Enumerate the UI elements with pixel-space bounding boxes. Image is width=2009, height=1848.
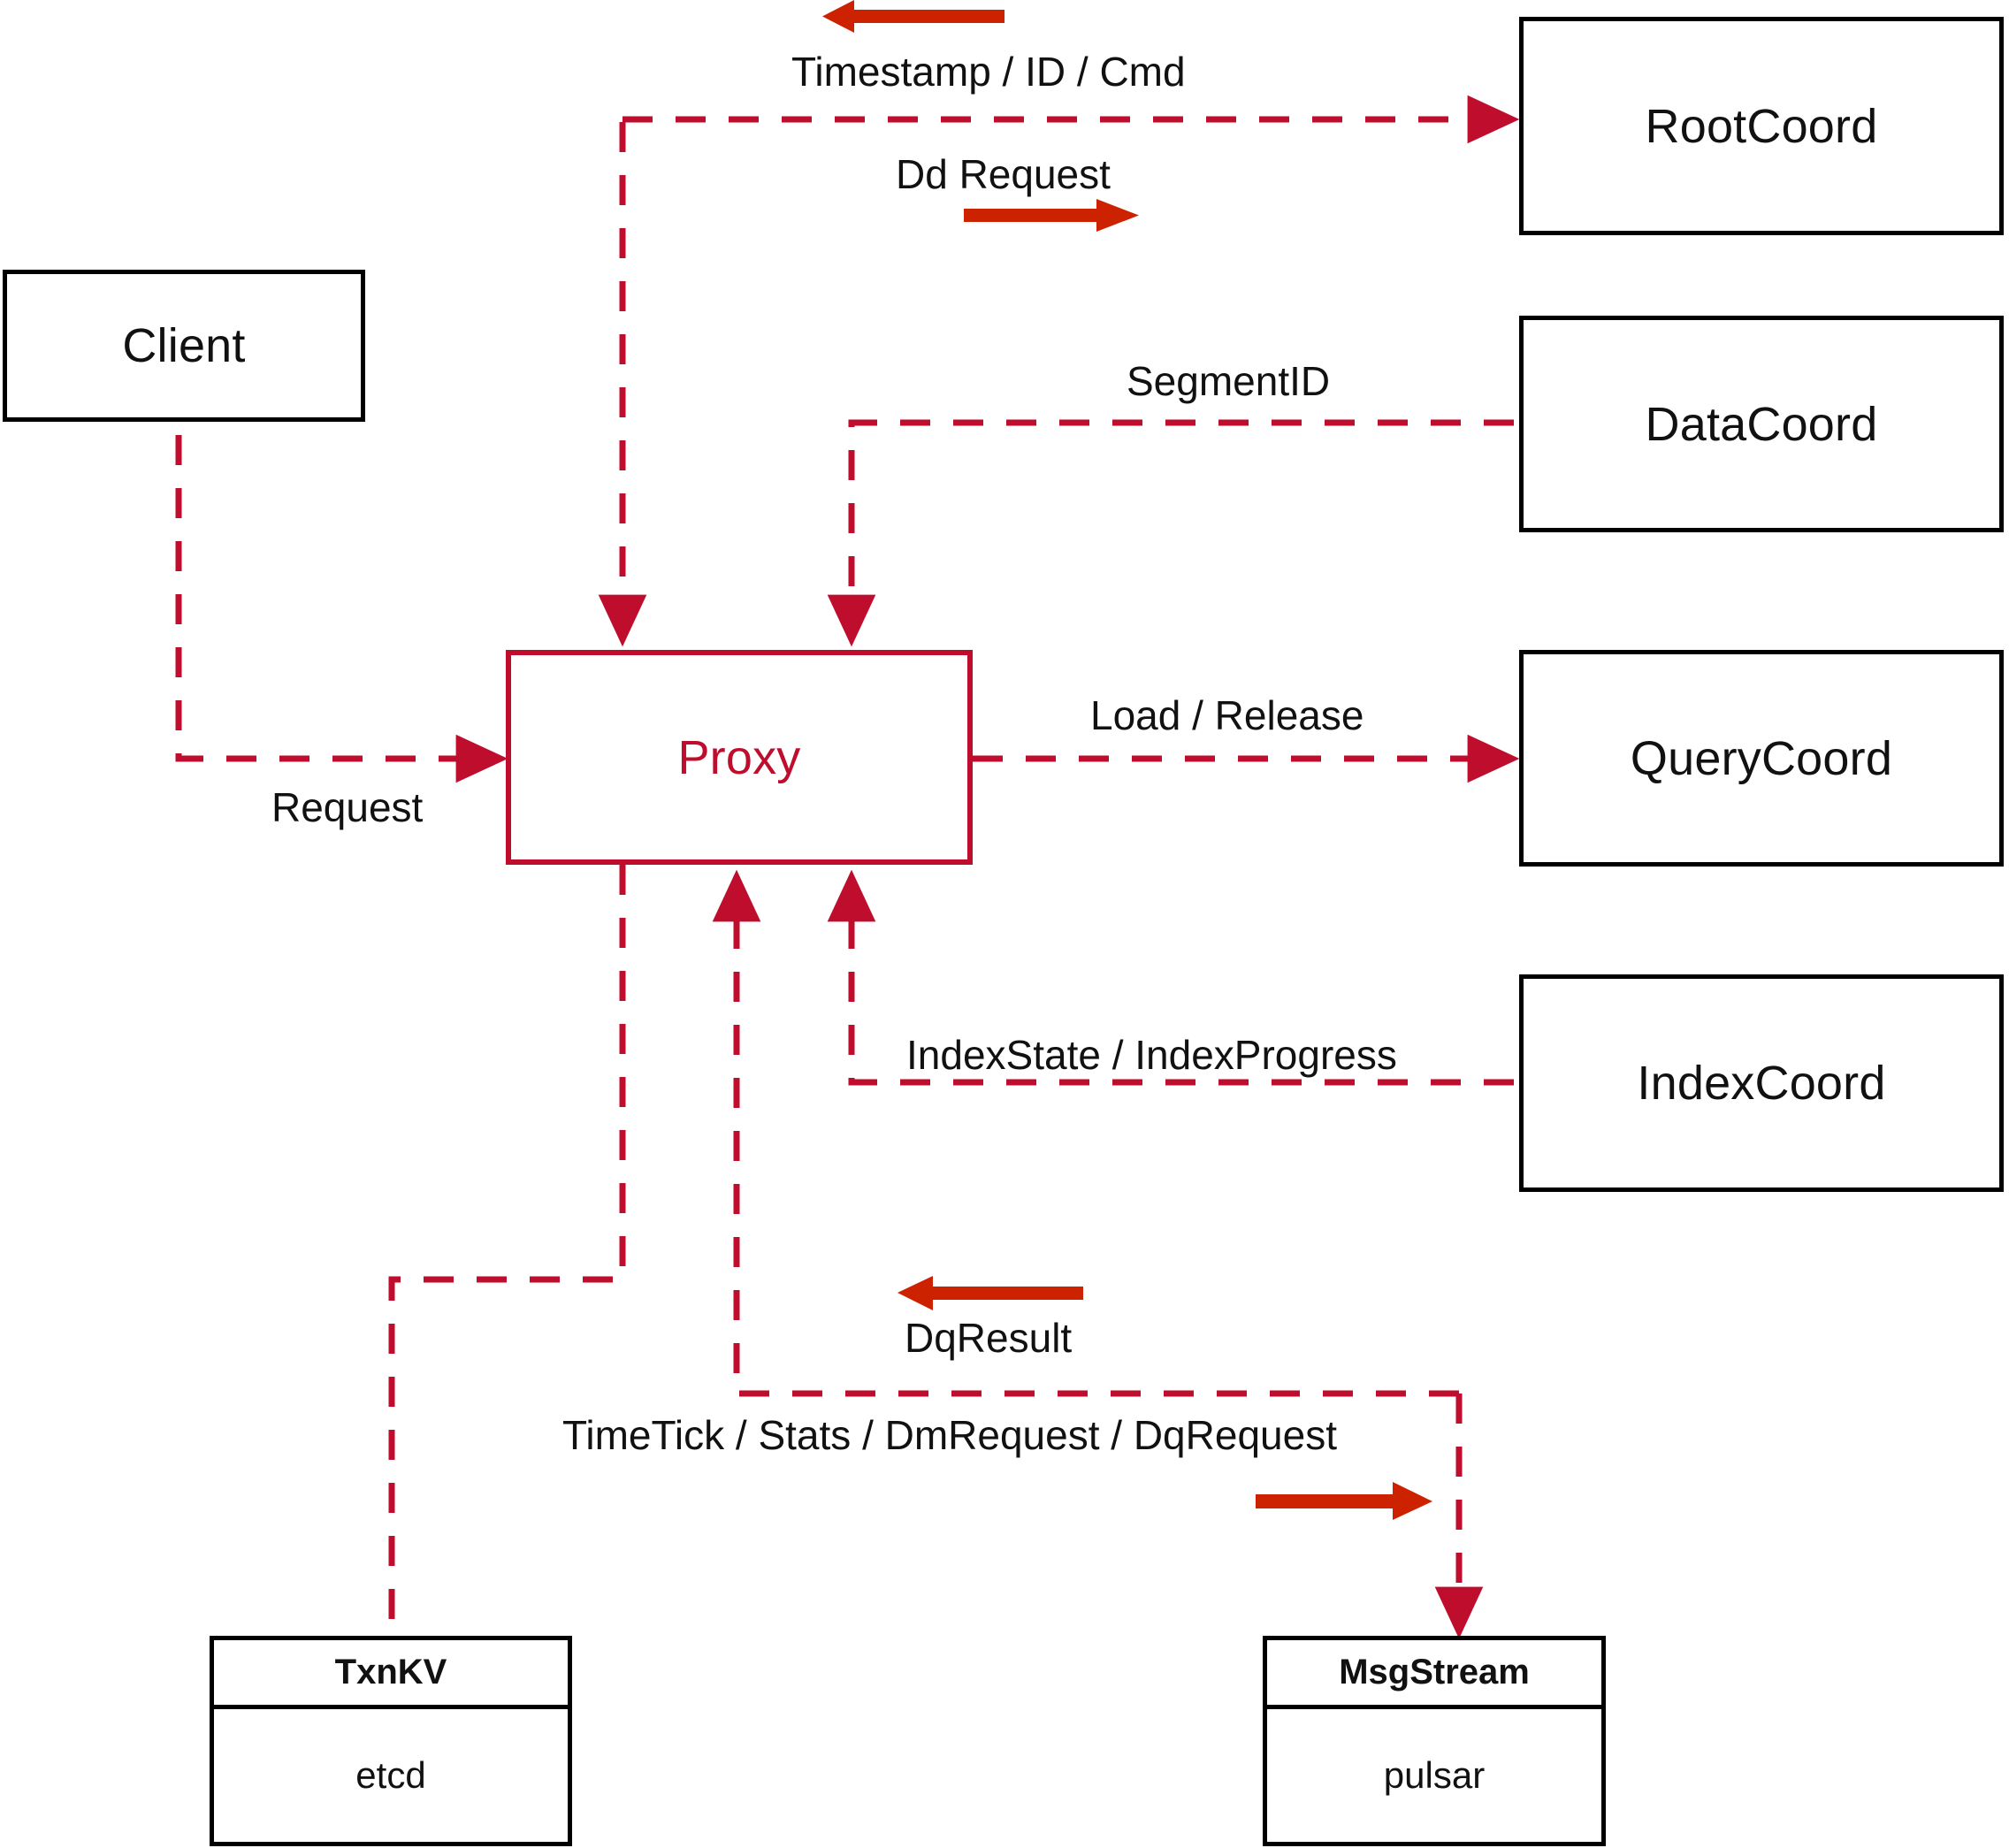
edge-label-timetick-stats: TimeTick / Stats / DmRequest / DqRequest (562, 1412, 1337, 1458)
node-datacoord[interactable]: DataCoord (1519, 316, 2004, 532)
node-txnkv-value: etcd (355, 1754, 426, 1796)
arrow-left-timestamp (822, 0, 1004, 33)
edge-indexcoord-to-proxy (827, 869, 1514, 1086)
edge-label-dq-result: DqResult (905, 1315, 1073, 1361)
edge-label-dd-request: Dd Request (896, 151, 1111, 197)
node-txnkv[interactable]: TxnKV etcd (210, 1636, 572, 1846)
node-indexcoord-label: IndexCoord (1637, 1057, 1886, 1110)
node-rootcoord-label: RootCoord (1645, 99, 1878, 153)
edge-client-to-proxy (175, 382, 508, 783)
arrow-right-timetick (1256, 1482, 1432, 1520)
node-msgstream-value: pulsar (1383, 1754, 1486, 1796)
node-msgstream-title: MsgStream (1267, 1640, 1601, 1709)
node-client[interactable]: Client (3, 270, 365, 422)
direction-arrow-group (822, 0, 1432, 1520)
edge-label-segment-id: SegmentID (1127, 358, 1331, 404)
edge-label-load-release: Load / Release (1090, 692, 1364, 738)
edge-msgstream-to-proxy (712, 869, 1459, 1397)
arrow-right-dd-request (964, 199, 1139, 232)
node-client-label: Client (122, 319, 246, 372)
edge-label-index-state-progress: IndexState / IndexProgress (906, 1032, 1397, 1078)
node-querycoord-label: QueryCoord (1630, 731, 1893, 785)
edge-label-timestamp-id-cmd: Timestamp / ID / Cmd (791, 49, 1186, 95)
arrow-left-dq-result (898, 1276, 1083, 1310)
edge-label-request: Request (271, 784, 424, 830)
edge-proxy-to-txnkv (388, 865, 626, 1636)
node-rootcoord[interactable]: RootCoord (1519, 17, 2004, 235)
node-txnkv-title: TxnKV (214, 1640, 568, 1709)
node-proxy-label: Proxy (677, 730, 801, 784)
node-datacoord-label: DataCoord (1645, 397, 1878, 451)
node-querycoord[interactable]: QueryCoord (1519, 650, 2004, 867)
node-indexcoord[interactable]: IndexCoord (1519, 974, 2004, 1192)
edge-datacoord-to-proxy (827, 419, 1514, 647)
node-proxy[interactable]: Proxy (506, 650, 973, 865)
node-msgstream[interactable]: MsgStream pulsar (1263, 1636, 1606, 1846)
